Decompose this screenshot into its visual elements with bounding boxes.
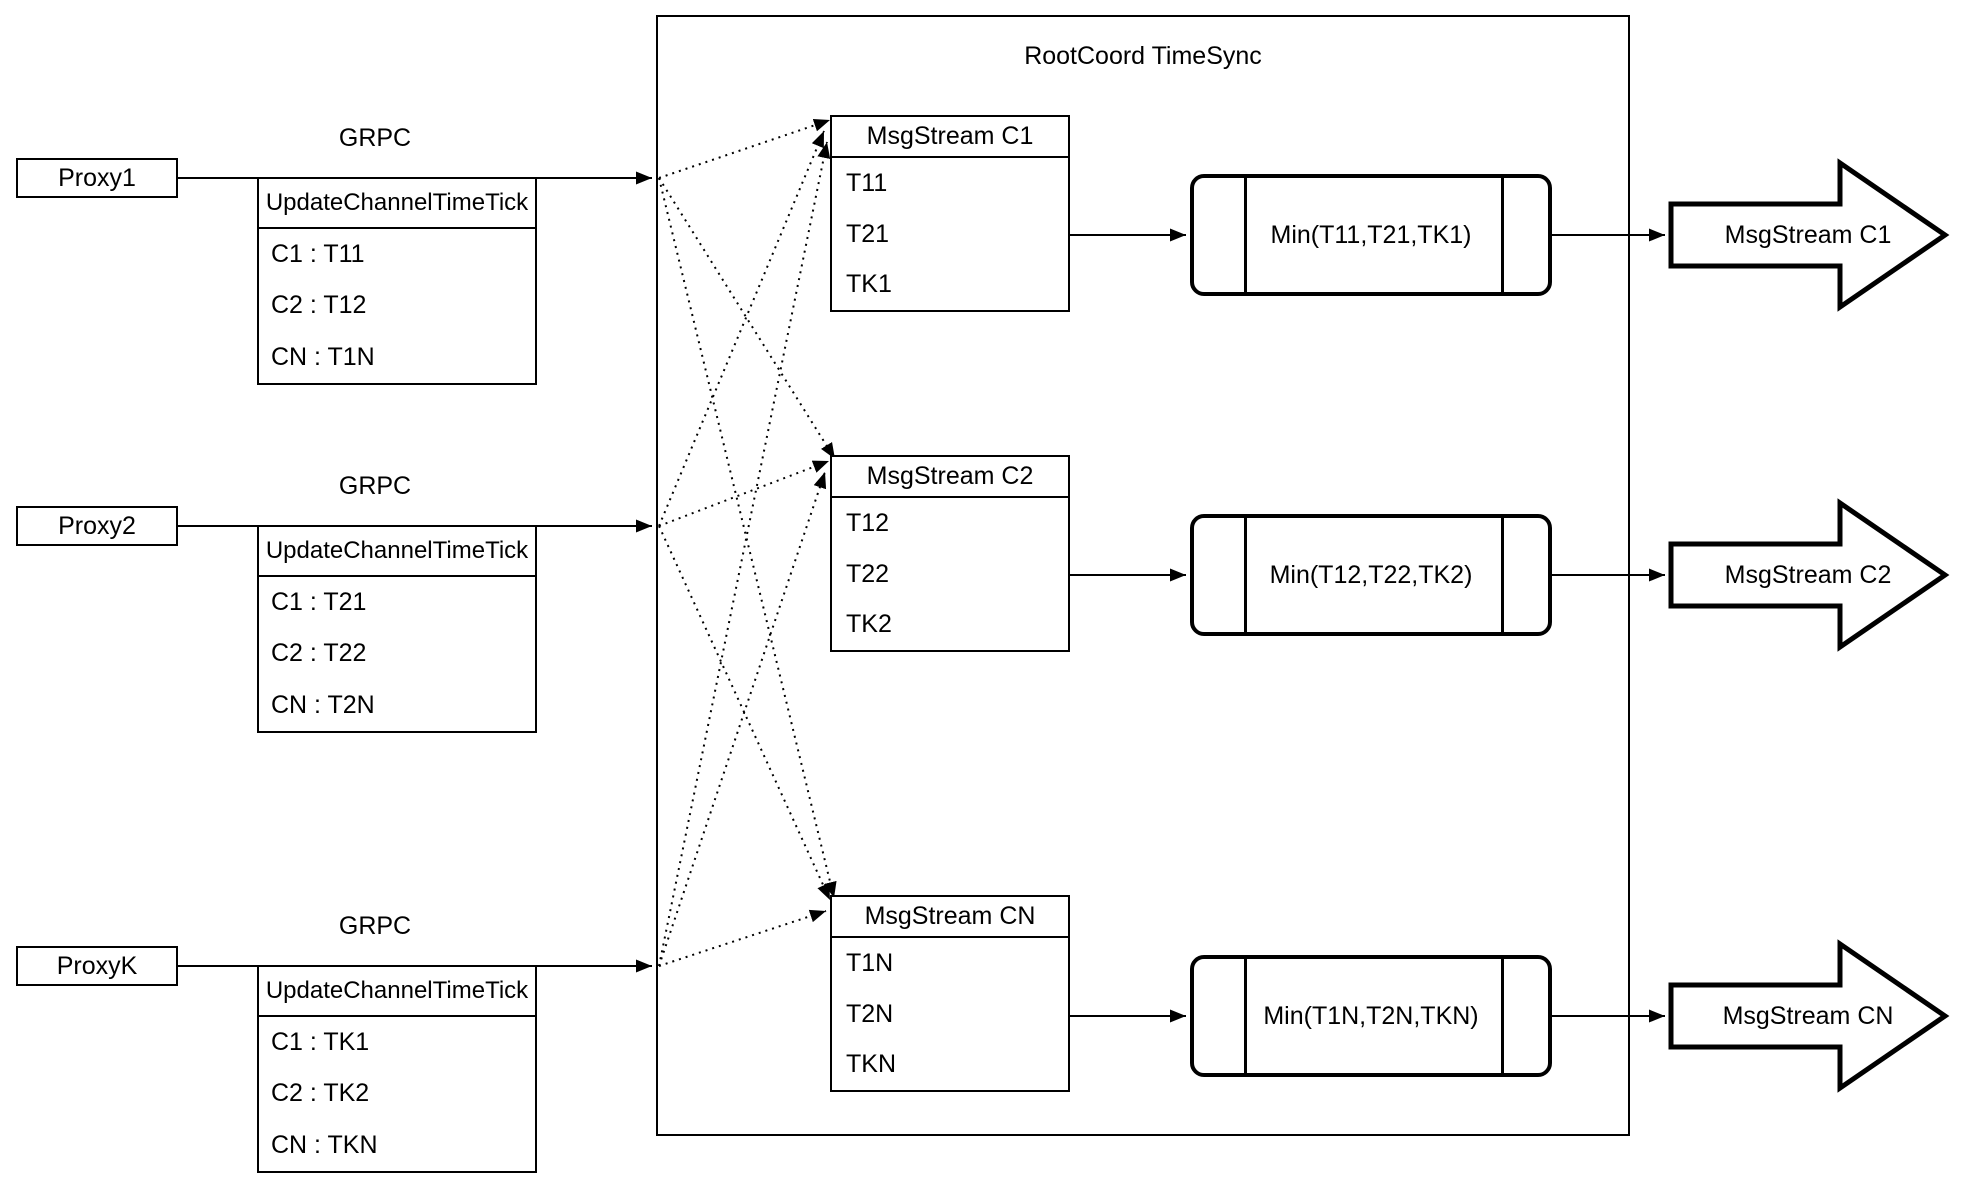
- update-table-2: UpdateChannelTimeTick C1 : T21 C2 : T22 …: [257, 525, 537, 733]
- rootcoord-container-box: [656, 15, 1630, 1136]
- fanout-arrow-p1-cn: [658, 177, 837, 899]
- update-table-3-row-3: CN : TKN: [271, 1130, 378, 1159]
- msgstream-c1-block-arrow: [1668, 158, 1950, 312]
- min-cn-box: Min(T1N,T2N,TKN): [1190, 955, 1552, 1077]
- msgstream-cn-block-arrow: [1668, 939, 1950, 1093]
- grpc-label-1: GRPC: [338, 124, 412, 152]
- update-table-1-row-3: CN : T1N: [271, 342, 375, 371]
- msgstream-c2-row-3: TK2: [846, 610, 892, 639]
- queue-divider-left: [1244, 178, 1247, 292]
- msgstream-c1-row-3: TK1: [846, 270, 892, 299]
- min-c2-label: Min(T12,T22,TK2): [1269, 560, 1473, 589]
- update-table-3: UpdateChannelTimeTick C1 : TK1 C2 : TK2 …: [257, 965, 537, 1173]
- min-c1-box: Min(T11,T21,TK1): [1190, 174, 1552, 296]
- update-table-3-row-1: C1 : TK1: [271, 1028, 370, 1057]
- msgstream-cn-out-label: MsgStream CN: [1722, 1001, 1894, 1030]
- update-table-1-header: UpdateChannelTimeTick: [259, 179, 535, 229]
- msgstream-c2-box: MsgStream C2 T12 T22 TK2: [830, 455, 1070, 652]
- msgstream-c2-out-label: MsgStream C2: [1724, 560, 1892, 589]
- msgstream-c1-row-2: T21: [846, 219, 890, 248]
- update-table-1-row-2: C2 : T12: [271, 291, 367, 320]
- msgstream-c1-box: MsgStream C1 T11 T21 TK1: [830, 115, 1070, 312]
- msgstream-c2-row-2: T22: [846, 559, 890, 588]
- update-table-3-row-2: C2 : TK2: [271, 1079, 370, 1108]
- proxyk-box: ProxyK: [16, 946, 178, 986]
- grpc-label-3: GRPC: [338, 912, 412, 940]
- msgstream-cn-title: MsgStream CN: [832, 897, 1068, 938]
- msgstream-cn-row-3: TKN: [846, 1050, 896, 1079]
- fanout-arrow-p2-c2: [658, 460, 830, 527]
- grpc-label-2: GRPC: [338, 472, 412, 500]
- fanout-arrow-pk-c1: [658, 141, 831, 967]
- msgstream-cn-row-1: T1N: [846, 948, 894, 977]
- msgstream-c2-row-1: T12: [846, 508, 890, 537]
- queue-divider-left: [1244, 959, 1247, 1073]
- msgstream-cn-row-2: T2N: [846, 999, 894, 1028]
- msgstream-c1-row-1: T11: [846, 168, 888, 197]
- update-table-1-row-1: C1 : T11: [271, 240, 365, 269]
- update-table-1: UpdateChannelTimeTick C1 : T11 C2 : T12 …: [257, 177, 537, 385]
- update-table-2-row-3: CN : T2N: [271, 690, 375, 719]
- queue-divider-right: [1501, 178, 1504, 292]
- update-table-3-header: UpdateChannelTimeTick: [259, 967, 535, 1017]
- proxy1-box: Proxy1: [16, 158, 178, 198]
- fanout-arrow-pk-cn: [658, 909, 827, 967]
- queue-divider-left: [1244, 518, 1247, 632]
- msgstream-c2-title: MsgStream C2: [832, 457, 1068, 498]
- queue-divider-right: [1501, 959, 1504, 1073]
- min-c1-label: Min(T11,T21,TK1): [1270, 220, 1472, 249]
- min-cn-label: Min(T1N,T2N,TKN): [1263, 1001, 1479, 1030]
- fanout-arrow-p2-c1: [658, 130, 825, 527]
- min-c2-box: Min(T12,T22,TK2): [1190, 514, 1552, 636]
- msgstream-c2-block-arrow: [1668, 498, 1950, 652]
- proxy2-box: Proxy2: [16, 506, 178, 546]
- queue-divider-right: [1501, 518, 1504, 632]
- msgstream-c1-out-label: MsgStream C1: [1724, 220, 1892, 249]
- fanout-arrow-pk-c2: [658, 471, 827, 967]
- rootcoord-title: RootCoord TimeSync: [1024, 42, 1262, 70]
- update-table-2-row-1: C1 : T21: [271, 588, 367, 617]
- msgstream-cn-box: MsgStream CN T1N T2N TKN: [830, 895, 1070, 1092]
- update-table-2-header: UpdateChannelTimeTick: [259, 527, 535, 577]
- update-table-2-row-2: C2 : T22: [271, 639, 367, 668]
- msgstream-c1-title: MsgStream C1: [832, 117, 1068, 158]
